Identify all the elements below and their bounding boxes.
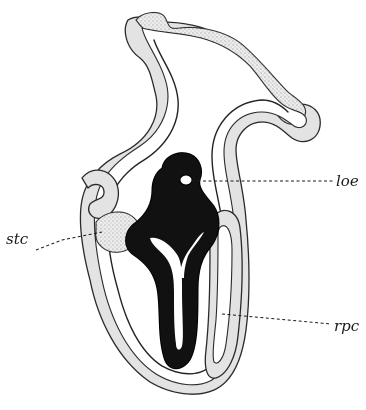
label-stc: stc bbox=[6, 230, 29, 248]
label-rpc: rpc bbox=[334, 317, 360, 335]
label-loe: loe bbox=[336, 172, 359, 190]
